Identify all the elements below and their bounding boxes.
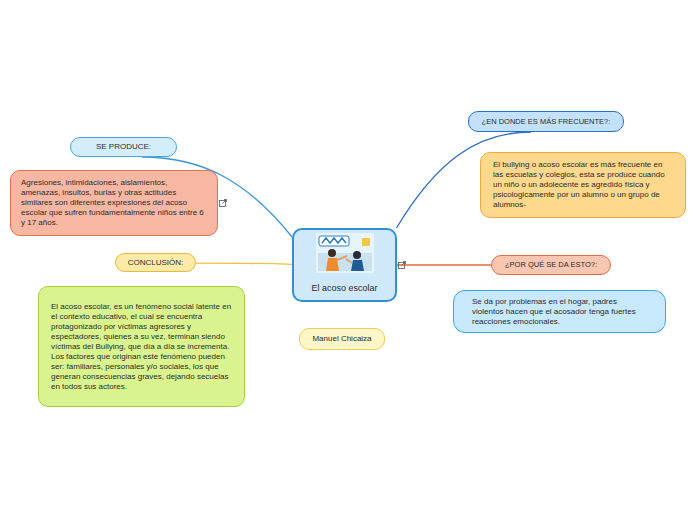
node-text: ¿EN DONDE ES MÁS FRECUENTE?:: [475, 117, 617, 126]
detail-box: El acoso escolar, es un fenómeno social …: [38, 286, 245, 407]
node-text: El acoso escolar, es un fenómeno social …: [51, 302, 232, 392]
topic-pill: ¿EN DONDE ES MÁS FRECUENTE?:: [468, 111, 624, 132]
topic-pill: ¿POR QUÉ SE DA ESTO?:: [491, 255, 611, 275]
detail-box: Se da por problemas en el hogar, padres …: [453, 290, 666, 333]
node-text: SE PRODUCE:: [77, 142, 170, 152]
link-icon: [219, 199, 227, 207]
node-text: CONCLUSIÓN:: [122, 258, 189, 268]
link-icon: [398, 261, 406, 269]
topic-pill: CONCLUSIÓN:: [115, 253, 196, 272]
author-pill: Manuel Chicaiza: [299, 328, 385, 350]
branch-connector: [196, 263, 292, 264]
bullying-illustration: [316, 233, 374, 273]
node-text: ¿POR QUÉ SE DA ESTO?:: [498, 260, 604, 269]
detail-box: Agresiones, intimidaciones, aislamientos…: [10, 170, 218, 236]
branch-connector: [397, 264, 491, 265]
node-text: Agresiones, intimidaciones, aislamientos…: [21, 178, 207, 228]
node-text: Se da por problemas en el hogar, padres …: [472, 297, 647, 327]
detail-box: El bullying o acoso escolar es más frecu…: [480, 152, 686, 218]
node-text: El bullying o acoso escolar es más frecu…: [493, 160, 673, 210]
node-text: El acoso escolar: [298, 283, 391, 294]
topic-pill: SE PRODUCE:: [70, 137, 177, 157]
node-text: Manuel Chicaiza: [304, 334, 380, 344]
